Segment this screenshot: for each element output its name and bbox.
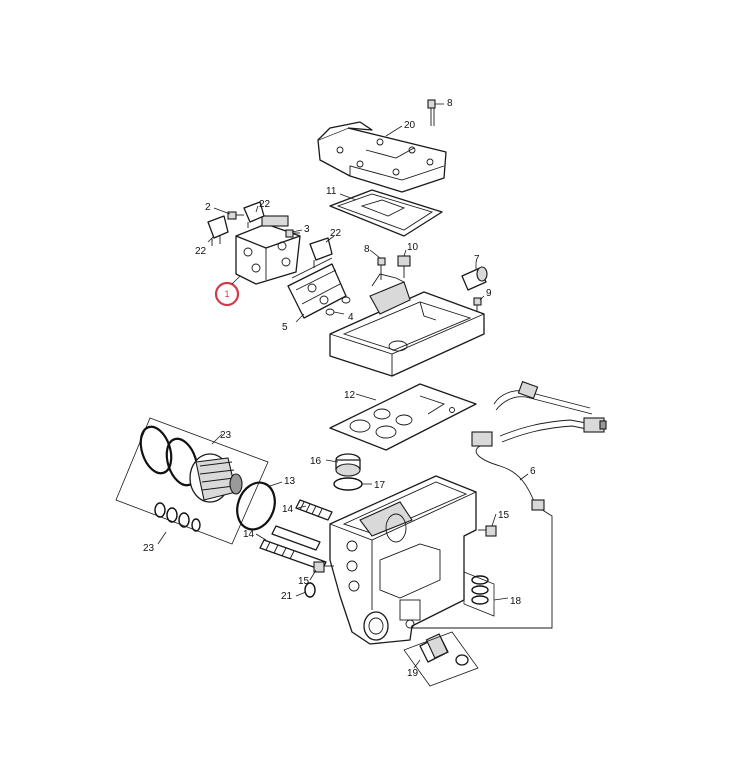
- leader-lines: [157, 103, 529, 669]
- part-22-clip-a[interactable]: [207, 215, 229, 246]
- callout-5: 5: [282, 322, 288, 333]
- callout-3: 3: [304, 224, 310, 235]
- part-1-bracket-housing[interactable]: [235, 215, 301, 285]
- callout-17: 17: [374, 480, 386, 491]
- highlighted-callout-1[interactable]: 1: [214, 275, 241, 307]
- callout-1: 1: [224, 289, 229, 299]
- part-14-stud-mid[interactable]: [271, 525, 321, 551]
- part-8-bolt-top[interactable]: [427, 99, 436, 126]
- callout-15-left: 15: [298, 576, 310, 587]
- callout-2: 2: [205, 202, 211, 213]
- part-18-seal-set[interactable]: [463, 571, 495, 617]
- callout-23-top: 23: [220, 430, 232, 441]
- part-22-clip-b[interactable]: [243, 201, 265, 228]
- callout-11: 11: [326, 186, 337, 197]
- part-20-top-cover[interactable]: [317, 121, 447, 193]
- callout-20: 20: [404, 120, 416, 131]
- callout-22-top: 22: [259, 199, 271, 210]
- callout-labels: 8 20 11 2 22 22 3 22 8 10 7 9 4 5 12 23 …: [143, 98, 536, 679]
- part-5-plate[interactable]: [287, 257, 347, 319]
- callout-14-upper: 14: [282, 504, 294, 515]
- part-17-seal-ring[interactable]: [333, 477, 363, 491]
- part-10-valve[interactable]: [397, 255, 411, 278]
- callout-16: 16: [310, 456, 322, 467]
- part-15-plug-left[interactable]: [313, 561, 334, 573]
- part-21-o-ring[interactable]: [304, 582, 316, 598]
- part-13-o-ring[interactable]: [231, 477, 281, 534]
- part-8-bolt-mid[interactable]: [377, 257, 386, 280]
- callout-9: 9: [486, 288, 492, 299]
- part-19-solenoid[interactable]: [403, 631, 479, 687]
- callout-19: 19: [407, 668, 419, 679]
- part-23-filter-assembly[interactable]: [115, 417, 269, 545]
- upper-valve-body[interactable]: [329, 273, 485, 377]
- callout-12: 12: [344, 390, 356, 401]
- callout-8: 8: [447, 98, 453, 109]
- callout-10: 10: [407, 242, 419, 253]
- part-16-filter[interactable]: [335, 453, 361, 477]
- callout-13: 13: [284, 476, 296, 487]
- callout-21: 21: [281, 591, 293, 602]
- part-11-gasket[interactable]: [329, 189, 443, 237]
- callout-7: 7: [474, 254, 480, 265]
- callout-6: 6: [530, 466, 536, 477]
- part-6-wiring-harness[interactable]: [400, 380, 607, 629]
- callout-23-bottom: 23: [143, 543, 155, 554]
- part-14-stud-upper[interactable]: [295, 499, 333, 521]
- highlight-ring: [214, 281, 240, 307]
- lower-housing[interactable]: [329, 475, 477, 645]
- callout-14-lower: 14: [243, 529, 255, 540]
- callout-4: 4: [348, 312, 354, 323]
- part-7-sensor[interactable]: [461, 266, 488, 291]
- part-3-screw[interactable]: [285, 229, 300, 238]
- callout-15-right: 15: [498, 510, 510, 521]
- callout-22-left: 22: [195, 246, 207, 257]
- callout-8-mid: 8: [364, 244, 370, 255]
- callout-18: 18: [510, 596, 522, 607]
- part-15-plug-right[interactable]: [478, 525, 497, 537]
- part-12-gasket[interactable]: [329, 383, 477, 451]
- part-2-screw[interactable]: [227, 211, 244, 220]
- callout-22-right: 22: [330, 228, 342, 239]
